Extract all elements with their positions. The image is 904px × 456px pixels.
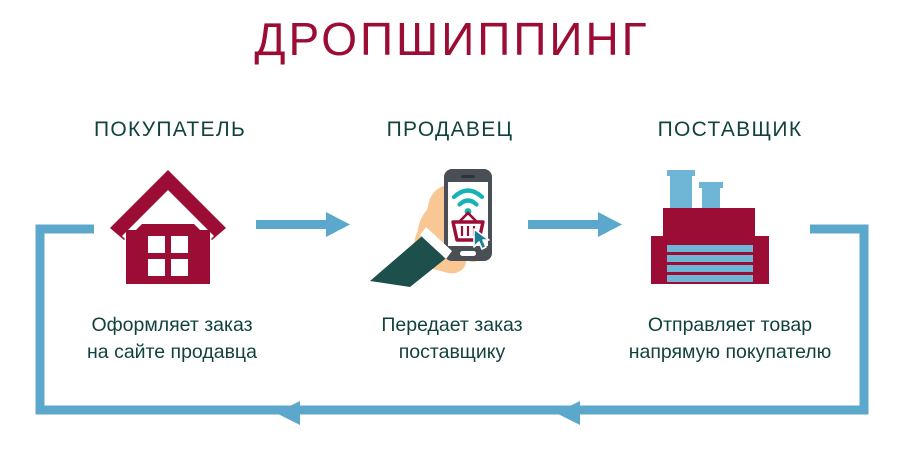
stage-header-buyer: ПОКУПАТЕЛЬ xyxy=(93,118,247,141)
stage-header-supplier: ПОСТАВЩИК xyxy=(657,118,803,141)
stage-caption-seller: Передает заказ поставщику xyxy=(381,314,523,363)
arrow-buyer-to-seller xyxy=(256,212,350,237)
house-icon xyxy=(108,168,228,284)
page-title: ДРОПШИППИНГ xyxy=(254,13,650,65)
hand-smartphone-icon xyxy=(368,163,498,289)
factory-icon xyxy=(645,166,775,286)
arrow-seller-to-supplier xyxy=(528,212,622,237)
stage-caption-buyer: Оформляет заказ на сайте продавца xyxy=(87,314,257,363)
stage-caption-supplier: Отправляет товар напрямую покупателю xyxy=(628,314,832,363)
stage-header-seller: ПРОДАВЕЦ xyxy=(386,118,514,141)
